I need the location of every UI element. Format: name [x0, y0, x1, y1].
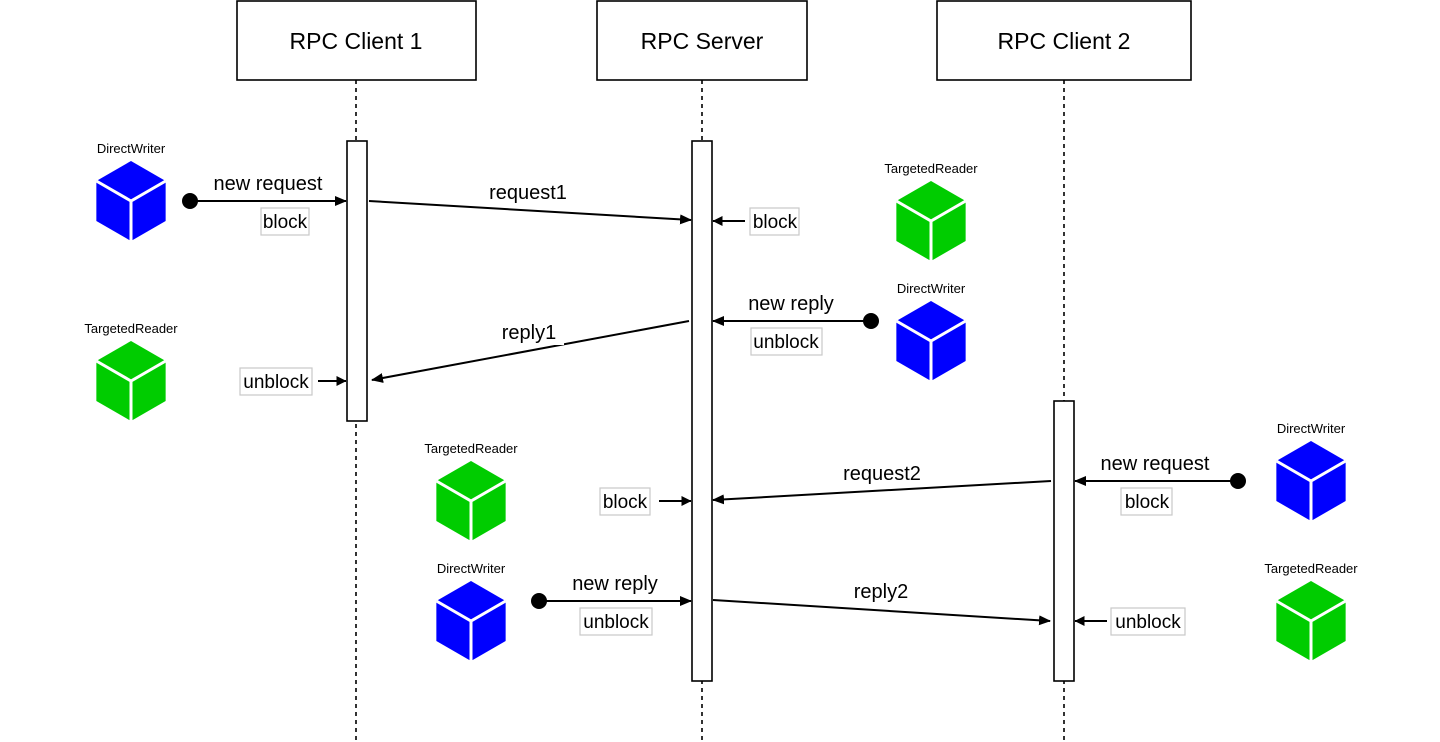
entity-label: DirectWriter [1277, 421, 1346, 436]
tag-label: unblock [1115, 612, 1181, 633]
tag-label: block [753, 212, 798, 233]
message-new-request-1: new request [182, 173, 347, 209]
message-new-reply-1: new reply [712, 293, 879, 329]
tag-block-client1: block [260, 207, 310, 236]
message-label: reply1 [502, 322, 556, 344]
green-cube-icon [435, 461, 507, 541]
entity-label: TargetedReader [1264, 561, 1358, 576]
activation-client2 [1053, 400, 1075, 682]
message-new-reply-2: new reply [531, 573, 692, 609]
green-cube-icon [895, 181, 967, 261]
message-label: request2 [843, 463, 921, 485]
participant-client2-label: RPC Client 2 [998, 28, 1131, 54]
entity-label: TargetedReader [424, 441, 518, 456]
green-cube-icon [95, 341, 167, 421]
message-label: new reply [748, 293, 834, 315]
tag-label: unblock [583, 612, 649, 633]
participant-client1-label: RPC Client 1 [290, 28, 423, 54]
message-reply1: reply1 [371, 319, 690, 383]
entity-label: DirectWriter [437, 561, 506, 576]
blue-cube-icon [435, 581, 507, 661]
participant-client2: RPC Client 2 [936, 0, 1192, 81]
entity-label: DirectWriter [97, 141, 166, 156]
message-request1: request1 [368, 180, 692, 225]
tag-unblock-server-1: unblock [750, 327, 823, 356]
tag-unblock-server-2: unblock [579, 607, 653, 636]
blue-cube-icon [1275, 441, 1347, 521]
participant-server-label: RPC Server [641, 28, 764, 54]
blue-cube-icon [95, 161, 167, 241]
message-label: new reply [572, 573, 658, 595]
direct-writer-entity: DirectWriter [95, 141, 167, 241]
targeted-reader-entity: TargetedReader [884, 161, 978, 261]
targeted-reader-entity: TargetedReader [84, 321, 178, 421]
tag-label: unblock [243, 372, 309, 393]
direct-writer-entity: DirectWriter [895, 281, 967, 381]
message-label: request1 [489, 182, 567, 204]
activation-client1 [346, 140, 368, 422]
entity-label: DirectWriter [897, 281, 966, 296]
tag-block-client2: block [1120, 487, 1173, 516]
participant-client1: RPC Client 1 [236, 0, 477, 81]
entity-label: TargetedReader [884, 161, 978, 176]
participant-server: RPC Server [596, 0, 808, 81]
message-label: new request [214, 173, 323, 195]
targeted-reader-entity: TargetedReader [1264, 561, 1358, 661]
tag-label: block [1125, 492, 1170, 513]
message-label: new request [1101, 453, 1210, 475]
tag-label: block [603, 492, 648, 513]
message-label: reply2 [854, 581, 908, 603]
tag-label: unblock [753, 332, 819, 353]
tag-unblock-client1: unblock [239, 367, 347, 396]
direct-writer-entity: DirectWriter [1275, 421, 1347, 521]
message-new-request-2: new request [1074, 453, 1246, 489]
direct-writer-entity: DirectWriter [435, 561, 507, 661]
entity-label: TargetedReader [84, 321, 178, 336]
message-reply2: reply2 [712, 581, 1051, 626]
tag-block-server-1: block [712, 207, 800, 236]
message-request2: request2 [712, 463, 1052, 505]
targeted-reader-entity: TargetedReader [424, 441, 518, 541]
tag-block-server-2: block [599, 487, 692, 516]
tag-unblock-client2: unblock [1074, 607, 1186, 636]
blue-cube-icon [895, 301, 967, 381]
activation-server [691, 140, 713, 682]
tag-label: block [263, 212, 308, 233]
green-cube-icon [1275, 581, 1347, 661]
